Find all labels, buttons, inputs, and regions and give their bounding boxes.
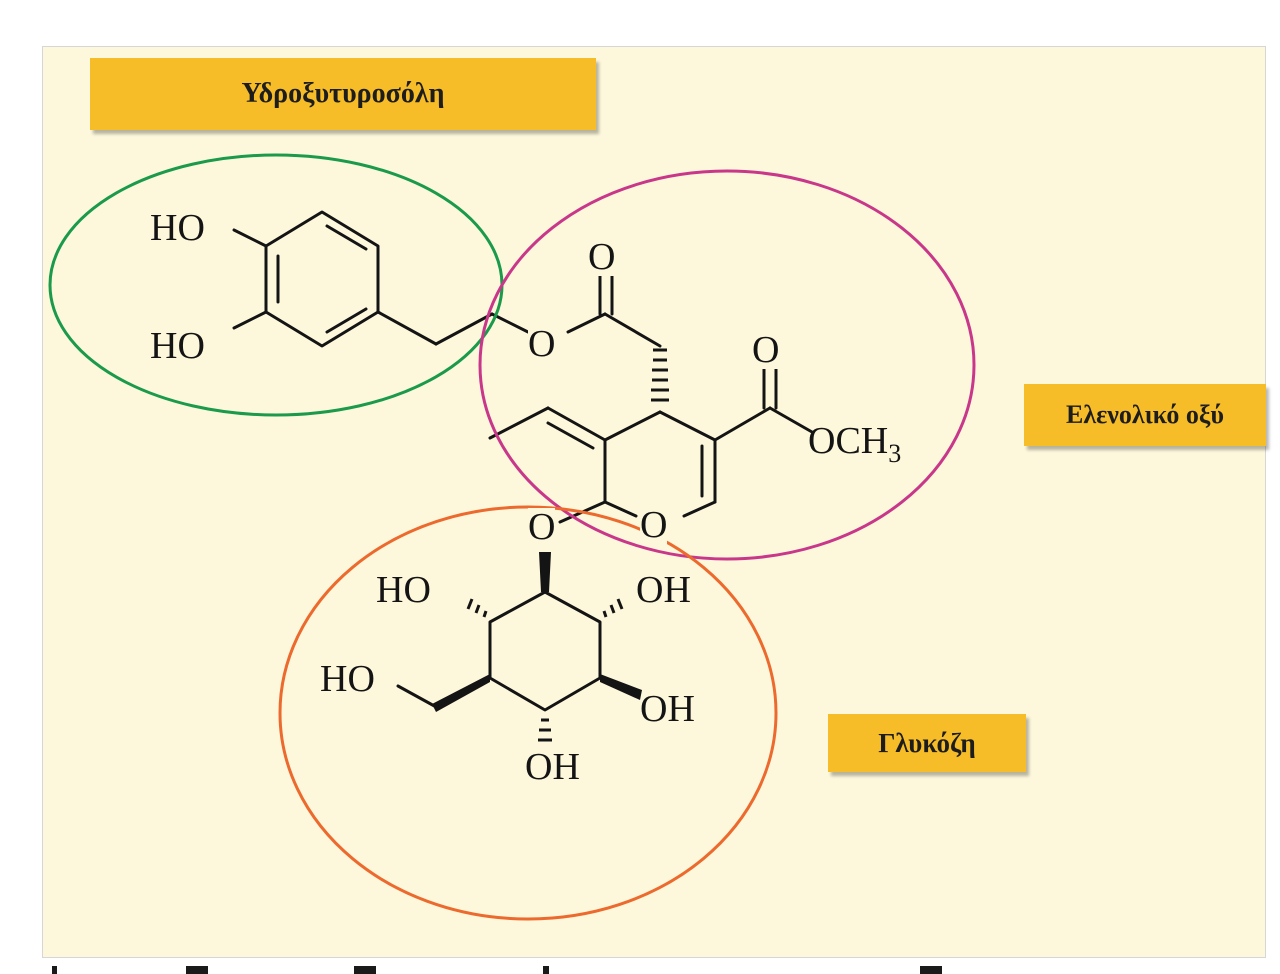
atom-glycosidic-o: O [528, 506, 556, 548]
atom-glc-ho-ch2: HO [320, 658, 375, 700]
bond-c3-c [713, 406, 772, 442]
bond-ch2-o [490, 312, 530, 334]
atom-glc-oh-bottom: OH [525, 746, 580, 788]
atom-glc-ho-left: HO [376, 569, 431, 611]
bond-c9-ch-b [546, 421, 595, 450]
bond-o-c1 [603, 500, 638, 518]
label-hydroxytyrosol-text: Υδροξυτυροσόλη [241, 78, 445, 109]
bond-ch2-o-glc [396, 684, 440, 710]
wedge-oh-lower-right [600, 674, 642, 700]
label-glucose: Γλυκόζη [828, 714, 1026, 772]
bond-ch2-ch2 [434, 312, 494, 346]
bond-c2-o [682, 500, 717, 518]
bond-ho-bottom [232, 310, 268, 330]
label-elenolic-acid-text: Ελενολικό οξύ [1066, 400, 1224, 429]
cropped-glyph [354, 966, 376, 974]
wedge-ch2oh [432, 674, 490, 712]
bond-c4-c3 [658, 410, 717, 442]
wedge-glycosidic [539, 552, 551, 592]
atom-methoxy: OCH3 [808, 420, 902, 468]
cropped-glyph [920, 966, 942, 974]
bond-ho-top [232, 228, 268, 248]
benzene-inner-bond [325, 224, 368, 251]
bond-c-ome [768, 406, 814, 434]
atom-ho-bottom: HO [150, 325, 205, 367]
label-hydroxytyrosol: Υδροξυτυροσόλη [90, 58, 596, 130]
bond-c-ch2 [603, 312, 662, 348]
cropped-glyph [543, 966, 549, 974]
atom-ring-o: O [640, 504, 668, 546]
figure-panel [42, 46, 1266, 958]
glucose-ring [488, 590, 602, 712]
cropped-glyph [186, 966, 208, 974]
bond-ch-ch3 [488, 406, 550, 440]
atom-glc-oh-right: OH [636, 569, 691, 611]
atom-carbonyl-o-top: O [588, 236, 616, 278]
atom-glc-oh-lower-right: OH [640, 688, 695, 730]
cropped-caption-strip [0, 958, 1280, 974]
elenolic-acid-circle [478, 169, 976, 561]
bond-c9-ch-a [546, 406, 607, 442]
bond-ar-ch2 [376, 310, 438, 346]
label-glucose-text: Γλυκόζη [878, 727, 976, 758]
atom-carbonyl-o-right: O [752, 329, 780, 371]
benzene-ring [264, 210, 380, 348]
cropped-glyph [52, 966, 57, 974]
atom-ester-o: O [528, 323, 556, 365]
bond-o-c [566, 312, 607, 334]
bond-c9-c4 [603, 410, 662, 442]
label-elenolic-acid: Ελενολικό οξύ [1024, 384, 1266, 446]
benzene-inner-bond [325, 307, 368, 334]
hydroxytyrosol-circle [48, 153, 504, 417]
atom-ho-top: HO [150, 207, 205, 249]
glucose-circle [278, 505, 778, 921]
